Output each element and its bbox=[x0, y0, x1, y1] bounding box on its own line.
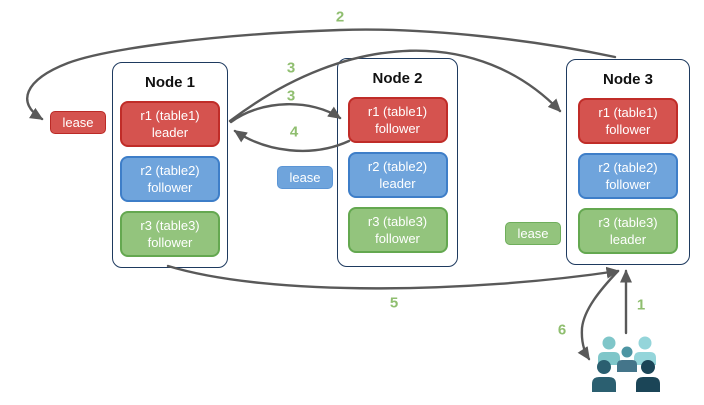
replica-r2-node2: r2 (table2) leader bbox=[347, 152, 448, 198]
replica-role: follower bbox=[605, 122, 651, 137]
lease-badge-r2: lease bbox=[277, 166, 333, 189]
replica-name: r2 (table2) bbox=[140, 162, 200, 178]
replica-role: follower bbox=[375, 121, 420, 136]
replica-name: r3 (table3) bbox=[367, 213, 428, 229]
step-label-2: 2 bbox=[335, 8, 345, 26]
replica-role: leader bbox=[379, 176, 416, 191]
step-label-4: 4 bbox=[289, 123, 299, 141]
replica-r3-node1: r3 (table3) follower bbox=[120, 211, 220, 257]
step-label-5: 5 bbox=[389, 294, 399, 312]
replica-name: r3 (table3) bbox=[140, 217, 200, 233]
replica-name: r3 (table3) bbox=[598, 214, 658, 230]
step-label-3a: 3 bbox=[286, 59, 296, 77]
replica-role: leader bbox=[151, 125, 189, 140]
step-label-3b: 3 bbox=[286, 87, 296, 105]
step-label-6: 6 bbox=[557, 321, 567, 339]
replica-r2-node1: r2 (table2) follower bbox=[120, 156, 220, 202]
replica-role: leader bbox=[609, 232, 647, 247]
replica-name: r2 (table2) bbox=[598, 159, 658, 175]
replica-r3-node3: r3 (table3) leader bbox=[578, 208, 678, 254]
replica-r2-node3: r2 (table2) follower bbox=[578, 153, 678, 199]
replica-role: follower bbox=[375, 231, 420, 246]
replica-role: follower bbox=[605, 177, 651, 192]
lease-badge-r3: lease bbox=[505, 222, 561, 245]
replica-role: follower bbox=[147, 180, 193, 195]
replica-name: r2 (table2) bbox=[367, 158, 428, 174]
replica-role: follower bbox=[147, 235, 193, 250]
step-label-1: 1 bbox=[636, 296, 646, 314]
replica-r3-node2: r3 (table3) follower bbox=[347, 207, 448, 253]
